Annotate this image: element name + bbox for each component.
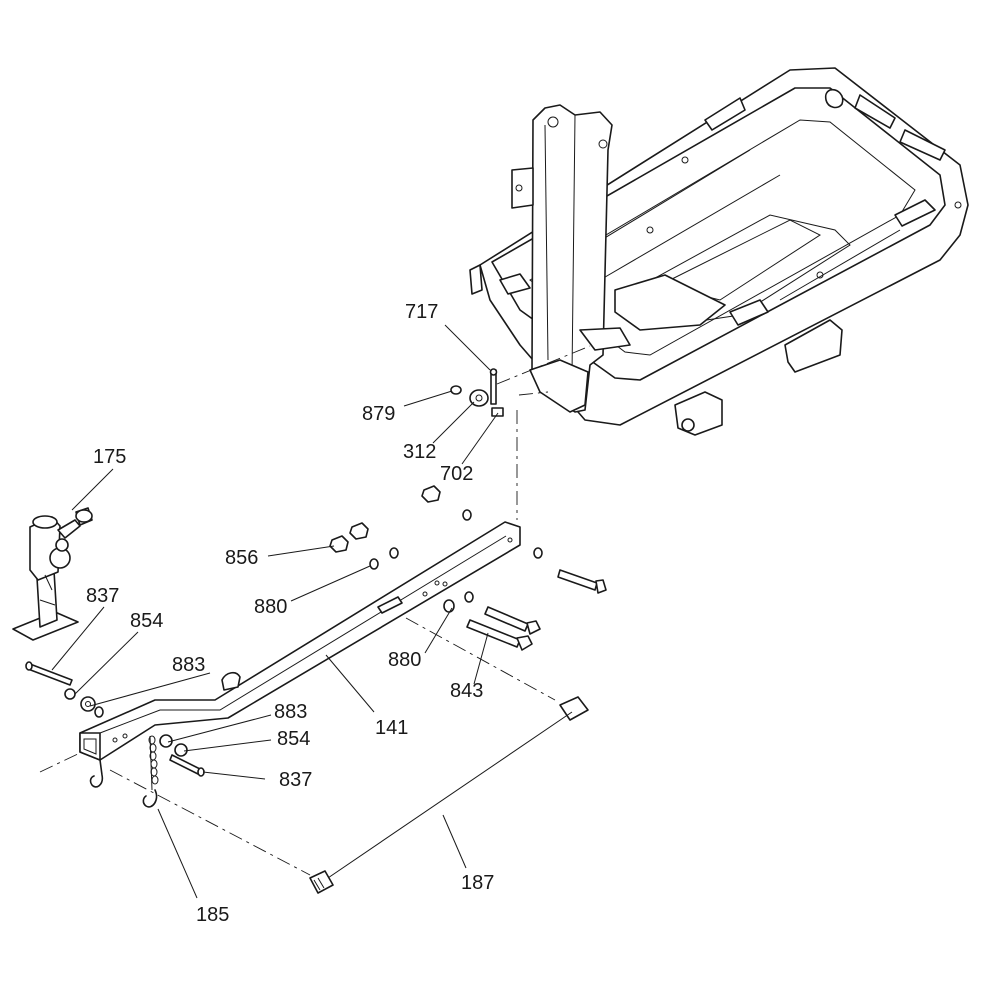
mast-bracket [511, 104, 631, 413]
callout-175: 175 [93, 446, 126, 468]
callout-312: 312 [403, 441, 436, 463]
hardware [25, 485, 607, 777]
pin-hardware [450, 368, 504, 417]
callout-837-lower: 837 [279, 769, 312, 791]
callout-856: 856 [225, 547, 258, 569]
callout-141: 141 [375, 717, 408, 739]
callout-880-left: 880 [254, 596, 287, 618]
wiring-harness [309, 696, 589, 894]
callout-843: 843 [450, 680, 483, 702]
safety-chain [89, 735, 159, 808]
leader-lines [51, 324, 499, 899]
callout-854-upper: 854 [130, 610, 163, 632]
callout-837-upper: 837 [86, 585, 119, 607]
tongue-tube [79, 521, 521, 761]
callout-883-upper: 883 [172, 654, 205, 676]
callout-879: 879 [362, 403, 395, 425]
callout-717: 717 [405, 301, 438, 323]
callout-883-lower: 883 [274, 701, 307, 723]
jack-stand [12, 507, 93, 641]
callout-702: 702 [440, 463, 473, 485]
callout-187: 187 [461, 872, 494, 894]
callout-854-lower: 854 [277, 728, 310, 750]
center-lines [39, 345, 591, 876]
callout-880-right: 880 [388, 649, 421, 671]
callout-185: 185 [196, 904, 229, 926]
callouts: 717 879 312 702 175 856 837 854 880 883 … [86, 301, 494, 926]
